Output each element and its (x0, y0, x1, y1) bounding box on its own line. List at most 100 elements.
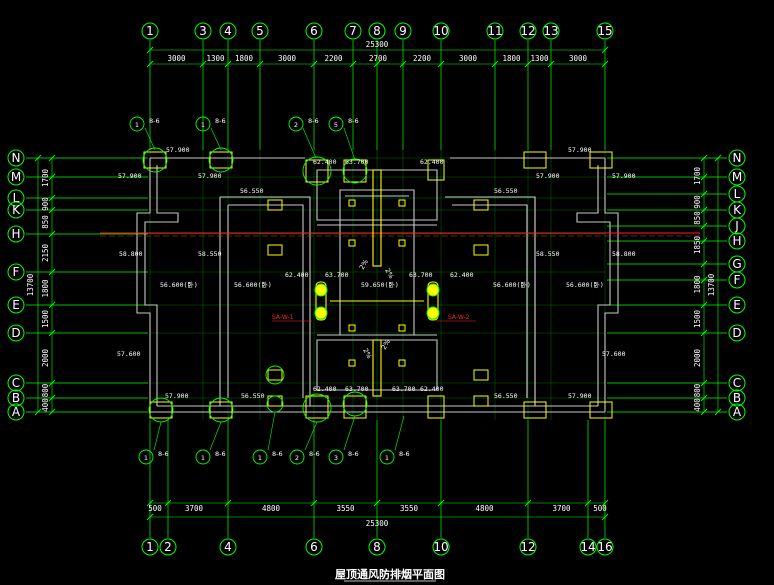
right-dim-6: 2000 (693, 348, 702, 367)
svg-text:8-6: 8-6 (348, 117, 359, 125)
svg-text:10: 10 (433, 540, 448, 554)
dimension-ticks (34, 46, 722, 521)
elev-tl-4: 56.550 (240, 187, 264, 195)
top-axis-9: 9 (394, 22, 412, 40)
top-dim-10: 3000 (569, 54, 588, 63)
svg-text:N: N (12, 151, 21, 165)
svg-text:B: B (12, 391, 20, 405)
svg-text:5: 5 (256, 24, 264, 38)
bottom-axis-1: 1 (141, 538, 159, 556)
leader-lines (144, 127, 405, 451)
callout-bottom-1d: 1 8-6 (379, 449, 410, 465)
svg-text:8: 8 (373, 24, 381, 38)
svg-text:8: 8 (373, 540, 381, 554)
elev-rr-2: 56.600(卧) (493, 281, 531, 289)
svg-text:M: M (732, 170, 742, 184)
callout-bottom-1a: 1 8-6 (138, 449, 169, 465)
svg-text:1: 1 (144, 454, 148, 462)
bottom-axis-12: 12 (519, 538, 537, 556)
bottom-total-dim: 25300 (366, 519, 389, 528)
left-row-N: N (7, 149, 25, 167)
left-dim-8: 400 (41, 398, 50, 412)
svg-text:1: 1 (385, 454, 389, 462)
svg-text:16: 16 (597, 540, 612, 554)
bottom-dim-7: 500 (593, 504, 607, 513)
top-dim-6: 2200 (413, 54, 432, 63)
callout-bubbles: 1 8-6 1 8-6 2 8-6 5 8-6 1 8-6 1 8-6 (129, 116, 410, 465)
elev-mr-1: 58.800 (612, 250, 636, 258)
left-total-dim: 13700 (26, 273, 35, 296)
right-row-F: F (728, 271, 746, 289)
svg-text:5: 5 (334, 121, 338, 129)
elev-br-1: 57.900 (568, 392, 592, 400)
elev-bl-2: 56.550 (241, 392, 265, 400)
top-axis-7: 7 (344, 22, 362, 40)
svg-text:C: C (733, 376, 741, 390)
left-dim-5: 1500 (41, 309, 50, 328)
svg-text:D: D (11, 326, 20, 340)
top-axis-11: 11 (486, 22, 504, 40)
right-row-N: N (728, 149, 746, 167)
elev-rr-1: 56.600(卧) (566, 281, 604, 289)
bottom-axis-16: 16 (596, 538, 614, 556)
fan-label-left: SA-W-1 (272, 314, 294, 321)
left-row-K: K (7, 201, 25, 219)
ducts (315, 169, 439, 397)
right-dim-1: 900 (693, 195, 702, 209)
elev-tr-1: 57.900 (568, 146, 592, 154)
left-row-C: C (7, 374, 25, 392)
right-row-A: A (728, 403, 746, 421)
right-dim-5: 1500 (693, 309, 702, 328)
left-dim-4: 1800 (41, 279, 50, 298)
callout-bottom-2: 2 8-6 (289, 449, 320, 465)
left-row-D: D (7, 324, 25, 342)
elev-bc-2: 63.700 (345, 385, 369, 393)
svg-text:6: 6 (310, 540, 318, 554)
svg-text:10: 10 (433, 24, 448, 38)
svg-text:8-6: 8-6 (215, 450, 226, 458)
svg-text:8-6: 8-6 (309, 450, 320, 458)
callout-top-2: 2 8-6 (288, 116, 319, 132)
left-dim-6: 2000 (41, 348, 50, 367)
top-dim-1: 1300 (206, 54, 225, 63)
bottom-dim-1: 3700 (185, 504, 204, 513)
top-axis-10: 10 (432, 22, 450, 40)
svg-text:F: F (734, 273, 741, 287)
svg-text:8-6: 8-6 (158, 450, 169, 458)
top-dim-9: 1300 (530, 54, 549, 63)
top-axis-13: 13 (542, 22, 560, 40)
bottom-dim-4: 3550 (400, 504, 419, 513)
svg-text:3: 3 (334, 454, 338, 462)
right-dim-8: 400 (693, 398, 702, 412)
svg-text:L: L (13, 191, 20, 205)
elev-tc-1: 62.400 (313, 158, 337, 166)
elev-bc-4: 62.400 (420, 385, 444, 393)
right-row-B: B (728, 389, 746, 407)
svg-text:9: 9 (399, 24, 407, 38)
left-row-F: F (7, 263, 25, 281)
right-dim-7: 800 (693, 383, 702, 397)
elev-tr-4: 56.550 (494, 187, 518, 195)
right-dim-3: 1850 (693, 235, 702, 254)
elev-tc-2: 63.700 (345, 158, 369, 166)
svg-text:1: 1 (146, 24, 154, 38)
top-axis-5: 5 (251, 22, 269, 40)
left-row-A: A (7, 403, 25, 421)
svg-text:6: 6 (310, 24, 318, 38)
svg-text:2: 2 (295, 454, 299, 462)
top-axis-12: 12 (519, 22, 537, 40)
left-row-E: E (7, 296, 25, 314)
right-row-E: E (728, 296, 746, 314)
svg-text:14: 14 (580, 540, 595, 554)
svg-text:B: B (733, 391, 741, 405)
elev-mc-4: 62.400 (450, 271, 474, 279)
elev-lr-1: 57.600 (602, 350, 626, 358)
svg-text:2: 2 (294, 121, 298, 129)
detail-circles (142, 147, 368, 423)
right-row-D: D (728, 324, 746, 342)
bottom-axis-10: 10 (432, 538, 450, 556)
svg-text:8-6: 8-6 (348, 450, 359, 458)
